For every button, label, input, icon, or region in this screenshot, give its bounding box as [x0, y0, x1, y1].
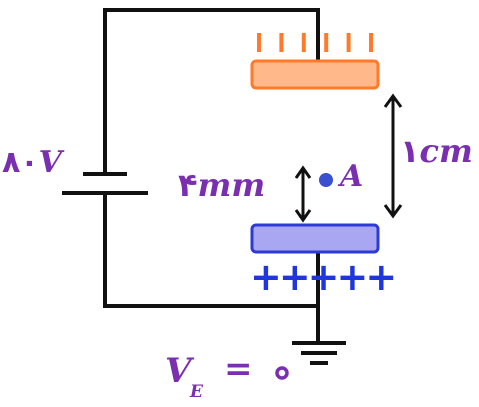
top-plate	[250, 59, 380, 90]
top-plate-negative-charges	[257, 33, 373, 52]
ground-potential-equals: =	[224, 349, 253, 389]
plate-separation-arrow	[383, 93, 403, 219]
ground-potential-symbol: V	[165, 351, 195, 391]
plate-separation-label: ۱cm	[400, 132, 473, 170]
bottom-plate	[250, 223, 380, 254]
ground-symbol	[292, 341, 346, 365]
battery	[62, 172, 148, 195]
point-distance-arrow	[294, 165, 312, 223]
wire-bottom	[103, 191, 320, 308]
ground-potential-value	[275, 366, 289, 380]
point-a-dot	[319, 173, 333, 187]
ground-potential-subscript: E	[189, 382, 204, 402]
battery-voltage-label: ۸۰V	[2, 145, 65, 180]
wire-top	[103, 8, 320, 176]
point-distance-label: ۴mm	[178, 166, 265, 204]
circuit-wires	[103, 8, 320, 344]
point-a-label: A	[337, 159, 363, 194]
bottom-plate-positive-charges: +++++	[250, 255, 394, 299]
